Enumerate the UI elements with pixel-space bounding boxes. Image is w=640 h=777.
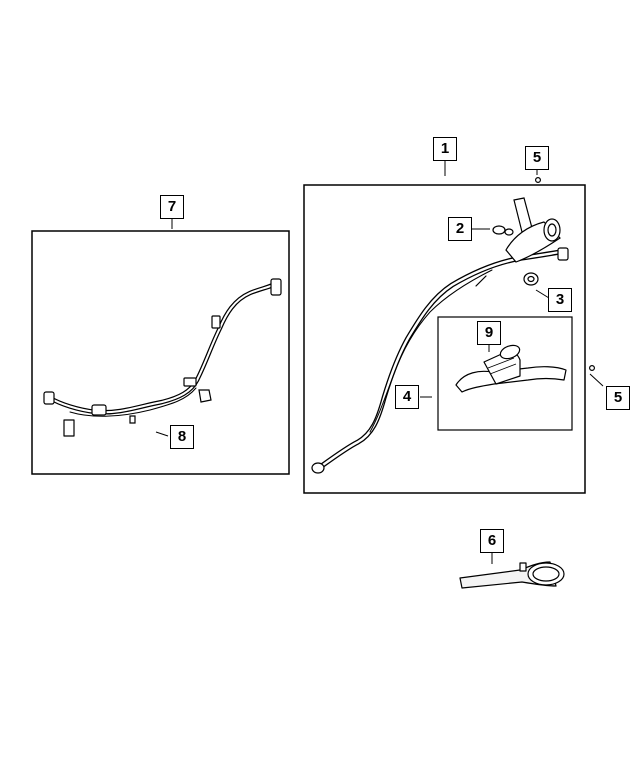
part-2-clamp [492, 225, 514, 236]
leader-lines [155, 161, 604, 564]
group-box-1 [303, 184, 586, 494]
callout-9: 9 [477, 321, 501, 345]
callout-5-right: 5 [606, 386, 630, 410]
callout-3: 3 [548, 288, 572, 312]
filler-neck-head [505, 197, 569, 263]
group-box-9 [437, 316, 573, 431]
callout-7: 7 [160, 195, 184, 219]
callout-1: 1 [433, 137, 457, 161]
part-7-vent-hose [43, 278, 282, 437]
part-8-clips [129, 389, 212, 424]
part-9-hose [455, 344, 567, 393]
callout-8: 8 [170, 425, 194, 449]
callout-2: 2 [448, 217, 472, 241]
part-5-plug-right [588, 365, 595, 372]
callout-4: 4 [395, 385, 419, 409]
group-box-7 [31, 230, 290, 475]
part-4-filler-tube [311, 249, 563, 474]
part-3-clamp [523, 272, 539, 286]
part-5-plug-top [534, 177, 541, 184]
part-6-funnel [459, 561, 565, 589]
callout-6: 6 [480, 529, 504, 553]
callout-5-top: 5 [525, 146, 549, 170]
